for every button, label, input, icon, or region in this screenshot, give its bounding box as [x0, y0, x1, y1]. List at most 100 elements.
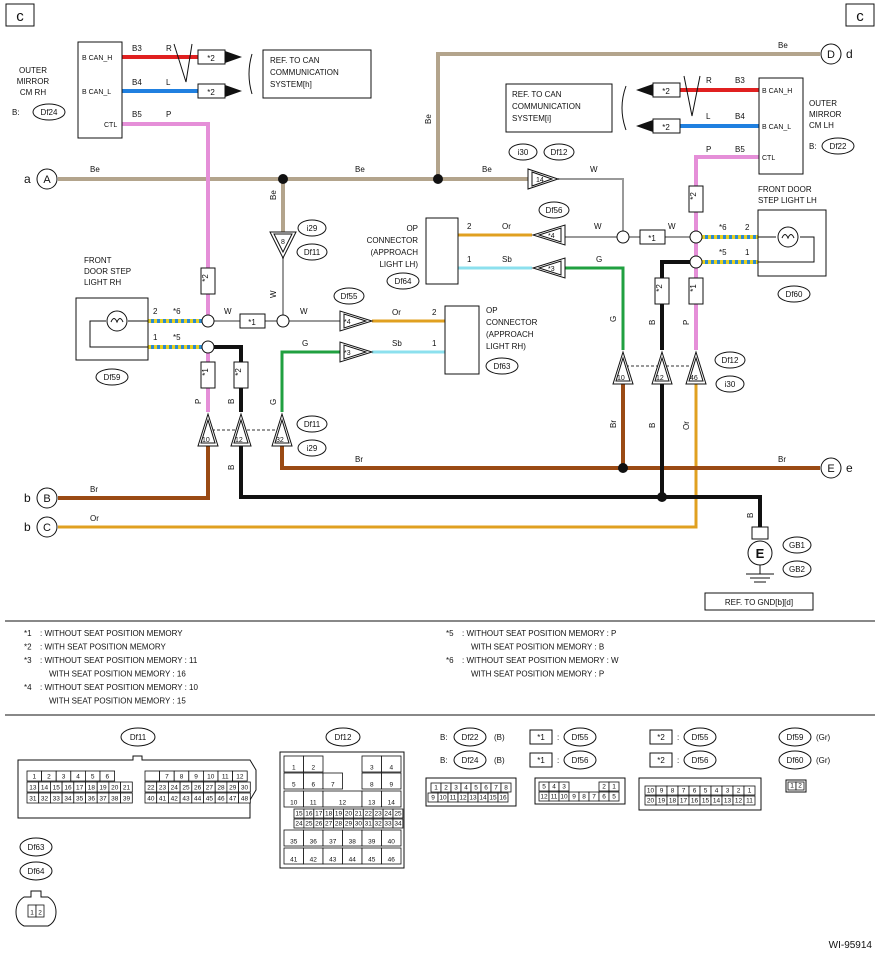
legend-s1-a: *1 [537, 733, 545, 742]
df22-pin [497, 792, 509, 803]
df11-pin [238, 781, 251, 793]
df12-pin [322, 772, 343, 790]
label-w-rh1: W [224, 307, 232, 316]
note-text: WITH SEAT POSITION MEMORY : 15 [49, 697, 186, 706]
df55-pin [608, 791, 620, 802]
df55b-pin-label: 9 [660, 788, 664, 795]
legend-df22-oval [453, 727, 487, 747]
df11-pin-label: 29 [229, 785, 237, 792]
legend-df22-prefix: B: [440, 733, 448, 742]
df11-pin-label: 32 [41, 796, 49, 803]
df55b-pin-label: 11 [746, 798, 753, 805]
df11-pin-label: 37 [99, 796, 107, 803]
label-b-low-rh: B [227, 465, 236, 470]
mirror-rh-pin-ctl: CTL [104, 122, 117, 129]
df11-pin-label: 2 [47, 774, 51, 781]
legend-df12: Df12 [335, 733, 352, 742]
legend-df60: Df60 [787, 756, 804, 765]
wire-br [58, 384, 820, 500]
terminal-b2-side: b [24, 520, 31, 534]
df12-pin-label: 24 [295, 821, 303, 828]
df12-pin-label: 28 [335, 821, 343, 828]
mirror-rh-name-2: MIRROR [17, 77, 50, 86]
pin-46: 46 [690, 375, 698, 382]
filament-icon-lh [781, 234, 795, 240]
tag-i29-top: i29 [307, 224, 318, 233]
df12-pin-label: 25 [305, 821, 313, 828]
df12-pin-label: 10 [290, 800, 298, 807]
df11-pin-label: 17 [76, 785, 84, 792]
df55-pin-label: 7 [592, 794, 596, 801]
step-lh-star6: *6 [719, 223, 727, 232]
tag-df11-bottom: Df11 [304, 420, 321, 429]
star2-box-b-lh [654, 277, 670, 305]
legend-df63-oval [19, 837, 53, 857]
wire-color-labels: Be Be Be Be Be Be W W W W W W G G G G P … [90, 41, 788, 523]
note-text: WITH SEAT POSITION MEMORY : P [471, 670, 604, 679]
label-g-rh: G [302, 339, 308, 348]
df55b-pin-label: 10 [647, 788, 655, 795]
note-mark: *2 [24, 643, 32, 652]
label-or-c: Or [90, 514, 99, 523]
df55b-pin-label: 8 [671, 788, 675, 795]
df12-pin-label: 5 [292, 782, 296, 789]
note-text: WITH SEAT POSITION MEMORY : 16 [49, 670, 186, 679]
df11-pin-label: 26 [194, 785, 202, 792]
df22-pin-label: 11 [450, 795, 457, 802]
terminal-a-side: a [24, 172, 31, 186]
step-rh-conn-oval [95, 368, 129, 386]
star1-box-p-lh [688, 277, 704, 305]
df55b-pin-label: 18 [669, 798, 677, 805]
can-break-mark-lh [683, 75, 701, 117]
df55-pin [558, 781, 570, 792]
legend-df63: Df63 [28, 843, 45, 852]
df55b-pin-label: 5 [704, 788, 708, 795]
pin-8: 8 [281, 239, 285, 246]
star2-box-b-rh [233, 361, 249, 389]
legend-s2-box-a [649, 729, 673, 745]
df12-pin-label: 2 [311, 765, 315, 772]
label-be-drop: Be [269, 190, 278, 200]
pin-12-df11: 12 [235, 437, 243, 444]
mirror-rh-conn: Df24 [41, 108, 58, 117]
legend-colon-1: : [557, 733, 559, 742]
terminals: a A b B b C D d E e [24, 43, 853, 538]
star1-p-rh: *1 [201, 368, 210, 376]
legend-colon-4: : [677, 756, 679, 765]
df11-pin-label: 13 [29, 785, 37, 792]
mirror-rh-pin-canh: B CAN_H [82, 55, 112, 62]
df11-pin-label: 7 [165, 774, 169, 781]
df12-pin-label: 6 [311, 782, 315, 789]
op-lh-name-1: OP [406, 224, 418, 233]
label-r-rh: R [166, 44, 172, 53]
legend-s2-a: *2 [657, 733, 665, 742]
label-be-a: Be [90, 165, 100, 174]
df22-pin-label: 5 [474, 785, 478, 792]
op-rh-name-2: CONNECTOR [486, 318, 538, 327]
can-ref-h-3: SYSTEM[h] [270, 80, 312, 89]
label-b-gnd: B [746, 513, 755, 518]
pin-star3-rh: *3 [344, 350, 351, 357]
arrow-icon-can-rh [225, 51, 242, 97]
mirror-rh-name-3: CM RH [20, 88, 46, 97]
op-lh-or-label: Or [502, 222, 511, 231]
df12-pin-label: 45 [368, 857, 376, 864]
label-b-vert-lh: B [648, 320, 657, 325]
df12-pin-label: 9 [389, 782, 393, 789]
note-mark: *6 [446, 656, 454, 665]
step-light-rh-wiring [89, 320, 148, 348]
label-w-lh1: W [594, 222, 602, 231]
star2-canh-rh: *2 [207, 54, 215, 63]
df11-pin-label: 48 [241, 796, 249, 803]
df55b-pin-label: 7 [682, 788, 686, 795]
df22-pin-label: 10 [439, 795, 447, 802]
tag-i29-bottom: i29 [307, 444, 318, 453]
can-ref-h-box [262, 49, 372, 99]
legend-df59-gr: (Gr) [816, 733, 831, 742]
can-ref-i-3: SYSTEM[i] [512, 114, 551, 123]
star2-box-p-lh [688, 185, 704, 213]
op-lh-name-4: LIGHT LH) [379, 260, 418, 269]
df11-pin-label: 38 [111, 796, 119, 803]
df22-pin-label: 2 [444, 785, 448, 792]
